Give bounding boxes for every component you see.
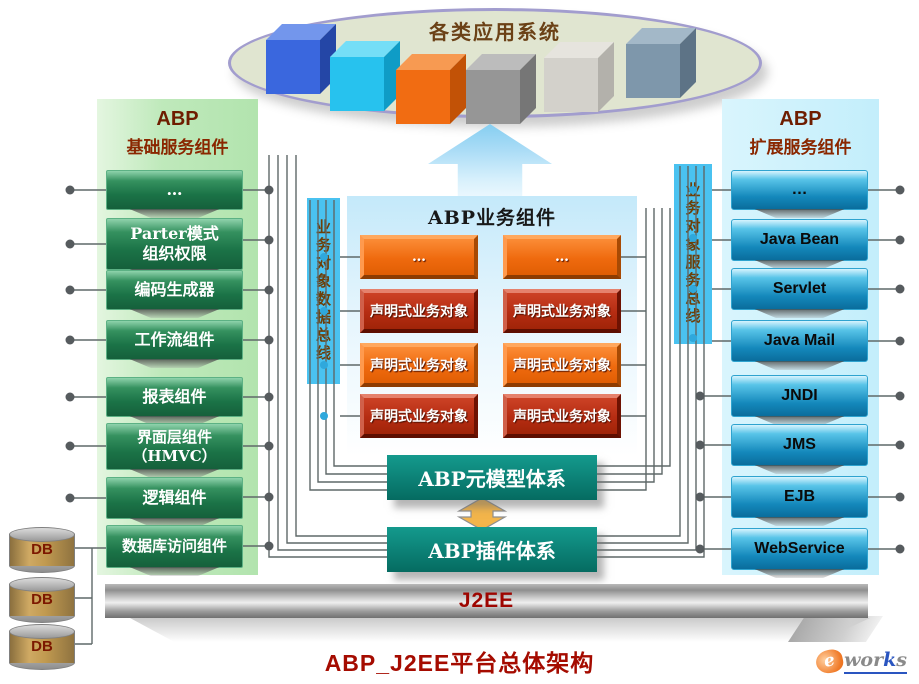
cloud-label: 各类应用系统 — [429, 20, 561, 44]
left-box-report: 报表组件 — [106, 377, 243, 417]
left-box-ui-layer: 界面层组件 （HMVC） — [106, 423, 243, 470]
right-box-ejb: EJB — [731, 476, 868, 518]
biz-box: 声明式业务对象 — [360, 343, 478, 387]
db-cylinder-top — [9, 624, 75, 639]
left-box-logic: 逻辑组件 — [106, 477, 243, 519]
left-box-more: … — [106, 170, 243, 210]
up-arrow — [428, 124, 552, 198]
panel-left-title: ABP — [156, 108, 199, 130]
right-box-javabean: Java Bean — [731, 219, 868, 261]
db-label: DB — [31, 591, 53, 608]
db-cylinder-top — [9, 577, 75, 592]
service-bus-label: 业务对象服务总线 — [683, 182, 702, 326]
j2ee-bar-shadow — [130, 618, 870, 642]
panel-left-subtitle: 基础服务组件 — [126, 138, 229, 158]
left-box-db-access: 数据库访问组件 — [106, 525, 243, 568]
right-box-webservice: WebService — [731, 528, 868, 570]
eworks-logo-wor: wor — [844, 649, 884, 671]
panel-right-title: ABP — [779, 108, 822, 130]
biz-box: 声明式业务对象 — [360, 394, 478, 438]
db-cylinder: DB — [9, 624, 75, 670]
biz-box: 声明式业务对象 — [360, 289, 478, 333]
biz-box: 声明式业务对象 — [503, 394, 621, 438]
meta-model-box: ABP元模型体系 — [387, 455, 597, 500]
plugin-system-box: ABP插件体系 — [387, 527, 597, 572]
right-box-servlet: Servlet — [731, 268, 868, 310]
j2ee-bar: J2EE — [105, 584, 868, 618]
eworks-logo-k: k — [883, 649, 897, 671]
right-box-more: … — [731, 170, 868, 210]
panel-right-subtitle: 扩展服务组件 — [749, 138, 852, 158]
eworks-logo-s: s — [896, 649, 907, 671]
data-bus: 业务对象数据总线 — [307, 198, 340, 384]
db-cylinder: DB — [9, 577, 75, 623]
biz-box: … — [503, 235, 621, 279]
left-box-code-generator: 编码生成器 — [106, 270, 243, 310]
biz-box: 声明式业务对象 — [503, 289, 621, 333]
db-cylinder: DB — [9, 527, 75, 573]
biz-box: 声明式业务对象 — [503, 343, 621, 387]
eworks-logo: e works — [813, 647, 907, 676]
right-box-jndi: JNDI — [731, 375, 868, 417]
service-bus: 业务对象服务总线 — [674, 164, 712, 344]
eworks-logo-e-icon: e — [813, 647, 846, 676]
eworks-logo-text: works — [844, 649, 907, 674]
left-box-workflow: 工作流组件 — [106, 320, 243, 360]
db-cylinder-top — [9, 527, 75, 542]
right-box-jms: JMS — [731, 424, 868, 466]
left-box-parter: Parter模式 组织权限 — [106, 218, 243, 270]
business-components-title: ABP业务组件 — [427, 207, 557, 229]
shadow-wedge — [788, 616, 883, 642]
diagram-caption: ABP_J2EE平台总体架构 — [324, 650, 595, 676]
double-arrow-icon — [456, 497, 508, 531]
biz-box: … — [360, 235, 478, 279]
right-box-javamail: Java Mail — [731, 320, 868, 362]
db-label: DB — [31, 638, 53, 655]
db-label: DB — [31, 541, 53, 558]
data-bus-label: 业务对象数据总线 — [314, 219, 332, 363]
